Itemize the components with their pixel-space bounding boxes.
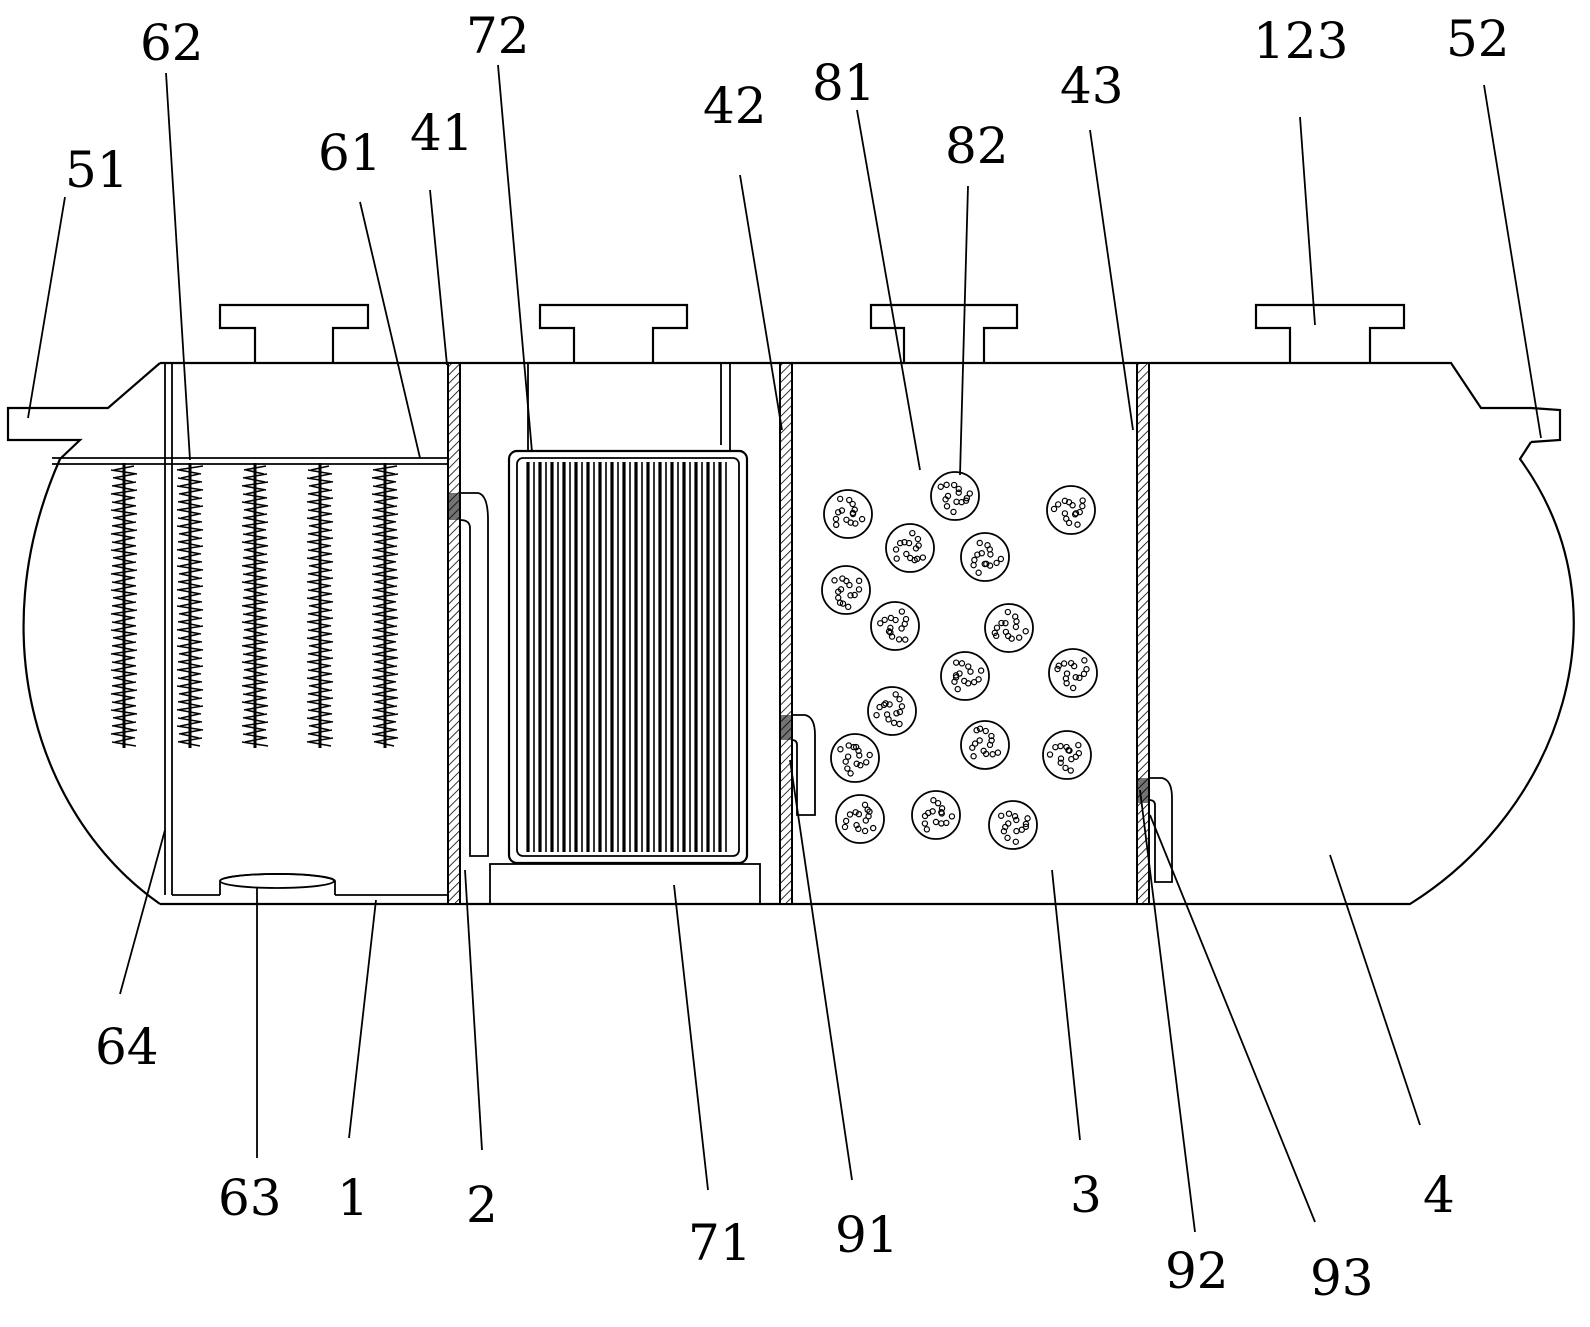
support-63: [219, 873, 335, 889]
label-41: 41: [410, 104, 474, 162]
partition-42: [779, 362, 793, 905]
label-81: 81: [812, 54, 876, 112]
brush-filter: [110, 463, 138, 748]
tank-body: [6, 361, 1575, 906]
partition-43: [1136, 362, 1150, 905]
carrier-ball: [940, 651, 990, 701]
suspended-carriers-81: [821, 471, 1098, 850]
basket-frame-64: [164, 363, 448, 896]
carrier-ball: [1042, 730, 1092, 780]
label-42: 42: [703, 77, 767, 135]
carrier-ball: [821, 565, 871, 615]
overflow-pipe-91: [780, 714, 816, 816]
brush-filter: [241, 463, 269, 748]
carrier-ball: [885, 523, 935, 573]
carrier-ball: [830, 733, 880, 783]
carrier-ball: [960, 532, 1010, 582]
label-63: 63: [218, 1169, 282, 1227]
manhole-3: [869, 303, 1019, 363]
brush-filters-62: [110, 463, 399, 748]
carrier-ball: [870, 601, 920, 651]
label-91: 91: [835, 1206, 899, 1264]
carrier-ball: [988, 800, 1038, 850]
leader-lines: [27, 64, 1542, 1233]
brush-filter: [371, 463, 399, 748]
carrier-ball: [984, 603, 1034, 653]
label-51: 51: [65, 141, 129, 199]
label-4: 4: [1423, 1166, 1455, 1224]
label-2: 2: [466, 1176, 498, 1234]
callout-labels: 51 62 72 61 41 42 81 82 43 123 52 64 63 …: [65, 7, 1510, 1307]
label-61: 61: [318, 124, 382, 182]
carrier-ball: [867, 686, 917, 736]
membrane-fibers: [526, 462, 727, 852]
label-92: 92: [1165, 1242, 1229, 1300]
label-1: 1: [337, 1169, 369, 1227]
transfer-pipe-41: [448, 492, 489, 857]
hanger-bar-61: [52, 457, 448, 465]
manhole-1: [218, 303, 370, 363]
carrier-ball: [835, 794, 885, 844]
module-base-71: [489, 863, 761, 905]
carrier-ball: [960, 720, 1010, 770]
membrane-module-72: [507, 363, 749, 865]
carrier-ball: [1046, 485, 1096, 535]
carrier-ball: [911, 790, 961, 840]
manhole-2: [538, 303, 689, 363]
carrier-ball: [1048, 648, 1098, 698]
label-62: 62: [140, 14, 204, 72]
label-82: 82: [945, 117, 1009, 175]
brush-filter: [176, 463, 204, 748]
label-43: 43: [1060, 57, 1124, 115]
label-71: 71: [688, 1214, 752, 1272]
carrier-ball: [823, 489, 873, 539]
label-52: 52: [1446, 10, 1510, 68]
label-72: 72: [466, 7, 530, 65]
partition-41: [447, 362, 461, 905]
label-93: 93: [1310, 1249, 1374, 1307]
carrier-ball: [930, 471, 980, 521]
label-3: 3: [1070, 1166, 1102, 1224]
label-123: 123: [1253, 12, 1348, 70]
label-64: 64: [95, 1018, 159, 1076]
brush-filter: [306, 463, 334, 748]
manhole-123: [1254, 303, 1406, 363]
